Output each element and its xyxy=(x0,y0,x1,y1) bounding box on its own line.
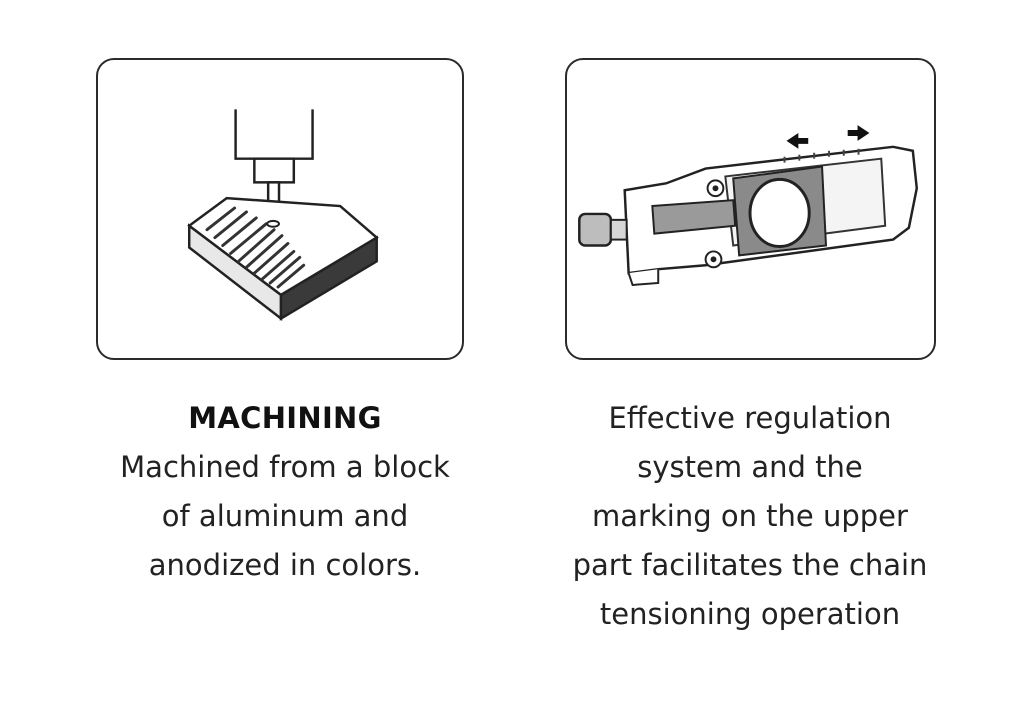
description-line: of aluminum and xyxy=(161,499,409,533)
machining-title: MACHINING xyxy=(188,401,382,435)
description-line: Effective regulation xyxy=(608,401,892,435)
tensioner-description: Effective regulation system and the mark… xyxy=(540,394,960,639)
description-line: anodized in colors. xyxy=(148,548,422,582)
description-line: part facilitates the chain xyxy=(572,548,928,582)
machining-icon xyxy=(187,109,379,322)
chain-tensioner-card xyxy=(565,58,936,360)
description-line: marking on the upper xyxy=(592,499,908,533)
chain-tensioner-icon xyxy=(578,125,919,287)
description-line: system and the xyxy=(637,450,863,484)
description-line: Machined from a block xyxy=(120,450,450,484)
description-line: tensioning operation xyxy=(599,597,901,631)
arrow-left-icon xyxy=(786,133,809,149)
machining-description: MACHINING Machined from a block of alumi… xyxy=(70,394,500,590)
machining-card xyxy=(96,58,464,360)
arrow-right-icon xyxy=(847,125,870,141)
